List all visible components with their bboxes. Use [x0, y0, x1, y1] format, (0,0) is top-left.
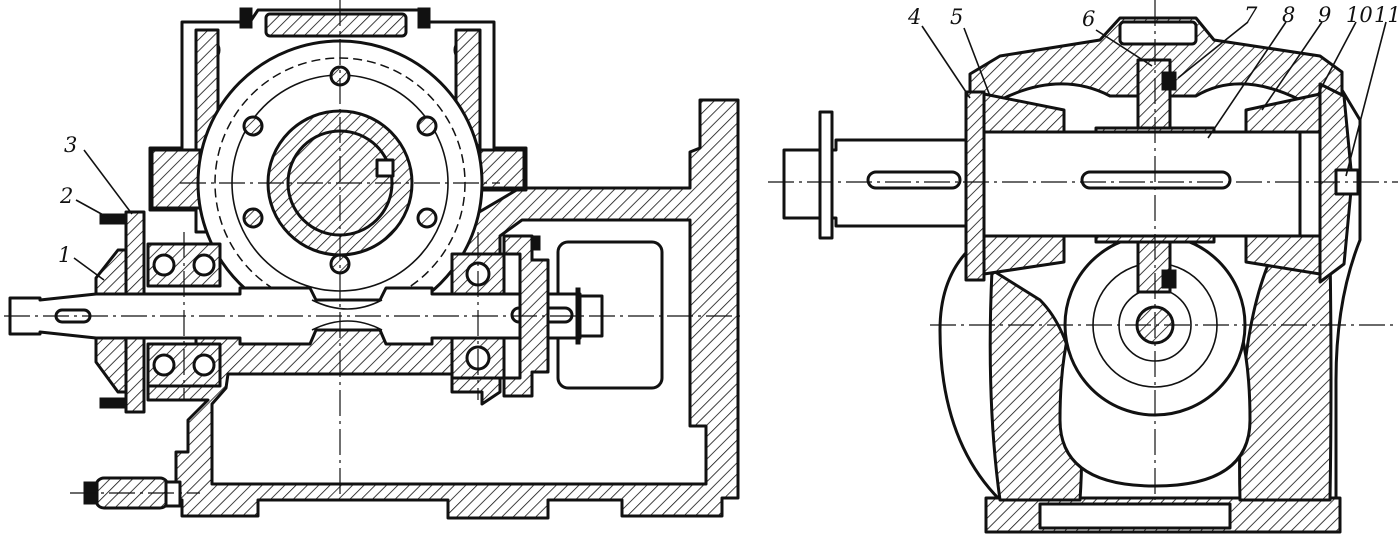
callout-5: 5 — [950, 5, 963, 29]
worm-thread — [311, 299, 383, 331]
leader-9 — [1261, 21, 1323, 111]
side-section-view — [768, 0, 1398, 534]
leader-5 — [963, 27, 991, 97]
front-section-view — [4, 0, 740, 520]
leader-1 — [73, 257, 105, 281]
wheel-bolt — [416, 207, 438, 229]
leader-4 — [921, 25, 971, 99]
wheel-bolt — [242, 207, 264, 229]
leader-8 — [1207, 21, 1287, 139]
cover-bolt-left — [239, 7, 253, 29]
flange-bolt-top — [99, 213, 127, 225]
callout-labels: 1 2 3 4 5 6 7 8 9 10 11 — [58, 3, 1400, 267]
flange-bolt-bottom — [99, 397, 127, 409]
leader-lines — [73, 21, 1387, 281]
bearing-cover-left — [964, 90, 986, 282]
wheel-bolt-bottom — [1161, 269, 1177, 289]
leader-7 — [1177, 21, 1249, 79]
side-wall-left — [988, 268, 1084, 502]
base-relief — [1038, 502, 1232, 530]
wheel-bolt — [416, 115, 438, 137]
shaft-washer — [575, 287, 581, 345]
callout-2: 2 — [59, 184, 73, 208]
side-inspection-hatch — [1118, 20, 1198, 46]
shaft-key — [375, 158, 395, 178]
callout-1: 1 — [58, 243, 71, 267]
callout-3: 3 — [64, 133, 77, 157]
callout-10: 10 — [1346, 3, 1373, 27]
top-inspection-cover — [264, 12, 408, 38]
cover-flange-right — [478, 148, 526, 190]
leader-2 — [75, 199, 117, 223]
wheel-bolt — [242, 115, 264, 137]
wheel-bolt-top — [1161, 71, 1177, 91]
output-shaft-keyway-left — [866, 170, 962, 190]
callout-11: 11 — [1374, 3, 1400, 27]
coupling-disc — [818, 110, 834, 240]
callout-6: 6 — [1082, 7, 1095, 31]
leader-6 — [1095, 29, 1153, 67]
cover-bolt-right — [417, 7, 431, 29]
callout-7: 7 — [1244, 3, 1258, 27]
leader-3 — [83, 149, 133, 215]
callout-8: 8 — [1282, 3, 1295, 27]
cap-bolt-right — [531, 235, 541, 251]
cover-flange-left — [150, 148, 202, 210]
side-wall-right — [1238, 248, 1333, 502]
callout-4: 4 — [907, 5, 921, 29]
leader-10 — [1317, 21, 1357, 95]
callout-9: 9 — [1318, 3, 1331, 27]
leader-11 — [1345, 21, 1387, 177]
foot-bolt-nut — [164, 480, 182, 508]
output-shaft-keyway-mid — [1080, 170, 1232, 190]
